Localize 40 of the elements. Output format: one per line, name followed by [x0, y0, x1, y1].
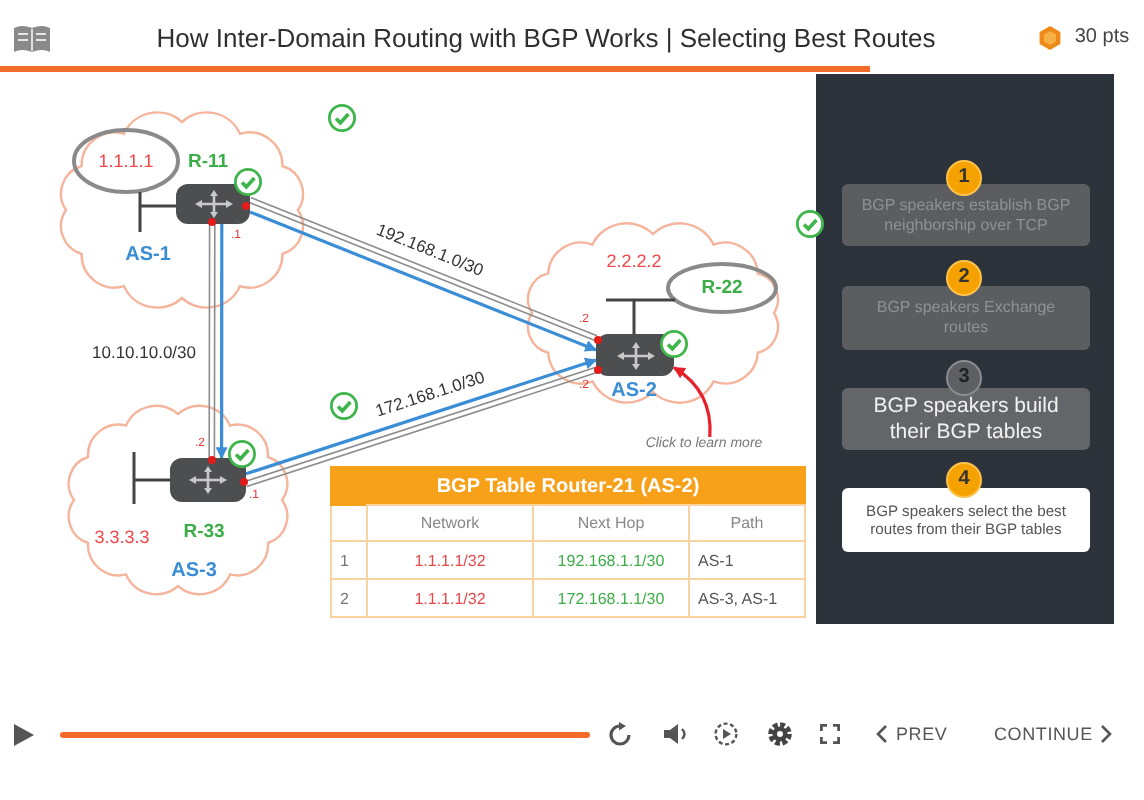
step-card: [842, 388, 1090, 450]
stub-line: [604, 298, 677, 336]
highlight-ellipse: [666, 262, 778, 314]
domain-label: AS-1: [125, 246, 171, 266]
arrow: [249, 210, 598, 352]
step-text: BGP speakers build their BGP tables: [871, 393, 1061, 445]
router-label: R-22: [701, 278, 743, 298]
double-line: [208, 223, 216, 459]
router: [170, 458, 246, 502]
step-card: [842, 184, 1090, 246]
domain-label: AS-2: [611, 382, 657, 402]
step-card: [842, 286, 1090, 350]
table-title: BGP Table Router-21 (AS-2): [330, 466, 806, 506]
table-cell: AS-3, AS-1: [688, 578, 806, 618]
step-number: 3: [958, 368, 970, 388]
arrow: [215, 224, 228, 460]
highlight-ellipse: [72, 128, 180, 194]
title: How Inter-Domain Routing with BGP Works | Selecting Best Routes: [156, 25, 936, 51]
router-label: R-33: [183, 522, 225, 542]
table-header-cell: Path: [688, 504, 806, 542]
double-line: [244, 366, 598, 488]
curved-arrow: [673, 366, 712, 438]
stub-line: [138, 190, 178, 234]
arrow: [245, 357, 598, 476]
domain-label: AS-3: [171, 562, 217, 582]
step-number: 4: [958, 470, 970, 490]
router: [176, 184, 250, 224]
continue-button: CONTINUE: [994, 720, 1122, 748]
router-label: R-11: [187, 152, 229, 172]
table-cell: 2: [330, 578, 368, 618]
step-card: [842, 488, 1090, 552]
prev-button: PREV: [876, 720, 956, 748]
points-label: 30 pts: [1074, 28, 1130, 48]
double-line: [248, 196, 598, 342]
ip-address-label: 1.1.1.1: [98, 153, 154, 171]
ip-address-label: 3.3.3.3: [94, 529, 150, 547]
step-number: 2: [958, 268, 970, 288]
step-number: 1: [958, 168, 970, 188]
edge-label: 10.10.10.0/30: [92, 344, 196, 362]
ip-address-label: 2.2.2.2: [606, 253, 662, 271]
